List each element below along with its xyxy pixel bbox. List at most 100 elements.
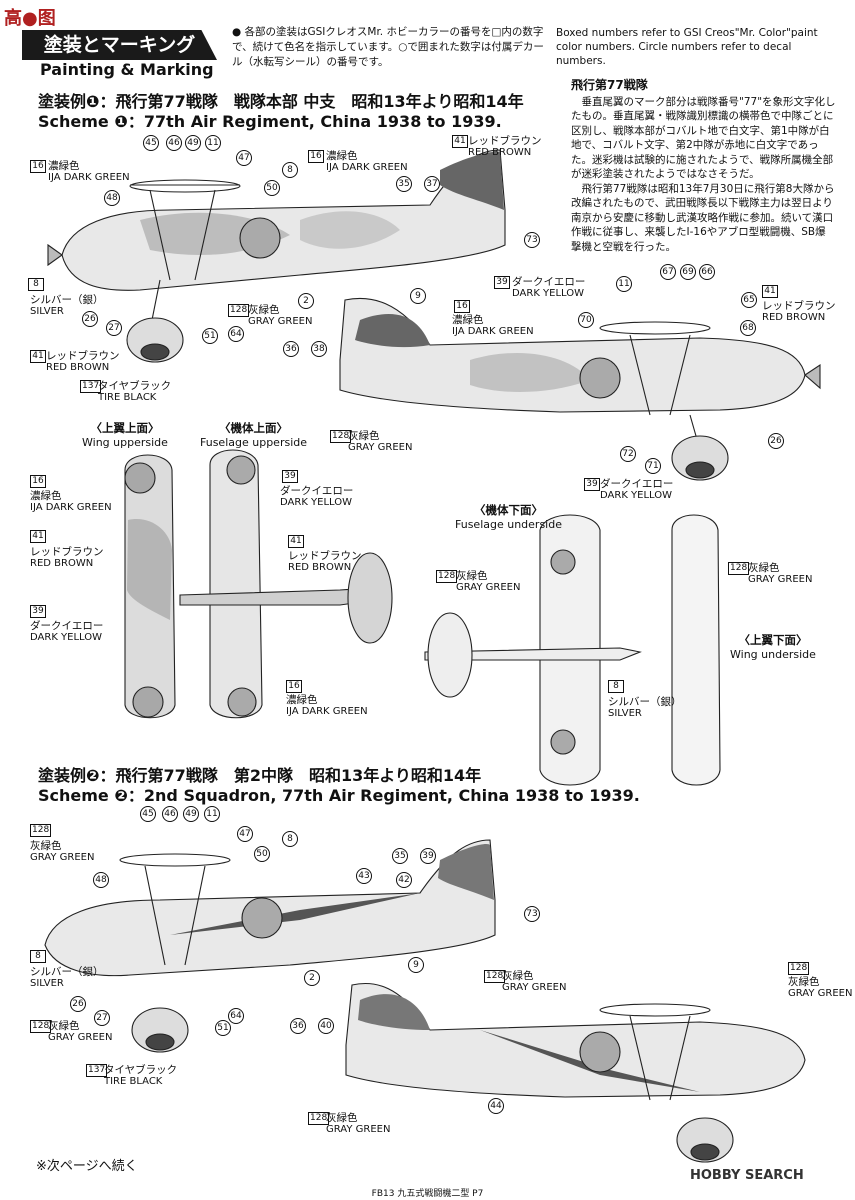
label-jp: 灰緑色 [326, 1112, 358, 1124]
decal-number: 36 [283, 341, 299, 357]
scheme2-title-jp: 塗装例❷：飛行第77戦隊 第2中隊 昭和13年より昭和14年 [38, 766, 482, 785]
label-jp: レッドブラウン [46, 350, 120, 362]
label-en: DARK YELLOW [280, 497, 353, 508]
label-en: RED BROWN [30, 558, 94, 569]
decal-number: 68 [740, 320, 756, 336]
label-jp: レッドブラウン [468, 135, 542, 147]
label-en: TIRE BLACK [104, 1076, 163, 1087]
label-en: DARK YELLOW [600, 490, 673, 501]
label-jp: ダークイエロー [280, 485, 354, 497]
label-jp: タイヤブラック [98, 380, 172, 392]
color-code-128: 128 [330, 430, 352, 443]
label-silver: シルバー（銀）SILVER [30, 294, 104, 318]
color-code-137: 137 [86, 1064, 108, 1077]
label-en: RED BROWN [762, 312, 826, 323]
color-code-8: 8 [30, 950, 46, 963]
label-en: SILVER [30, 978, 64, 989]
label-en: IJA DARK GREEN [452, 326, 534, 337]
scheme1-title-en: Scheme ❶：77th Air Regiment, China 1938 t… [38, 112, 502, 131]
decal-number: 70 [578, 312, 594, 328]
label-en: GRAY GREEN [248, 316, 313, 327]
note-japanese: ● 各部の塗装はGSIクレオスMr. ホビーカラーの番号を□内の数字で、続けて色… [232, 26, 544, 68]
color-code-128: 128 [484, 970, 506, 983]
label-silver: シルバー（銀）SILVER [30, 966, 104, 990]
wing-underside-view [671, 514, 721, 786]
label-jp: 灰緑色 [48, 1020, 80, 1032]
color-code-16: 16 [30, 160, 46, 173]
page-title: 塗装とマーキング [22, 30, 217, 60]
label-en: GRAY GREEN [348, 442, 413, 453]
color-code-41: 41 [30, 530, 46, 543]
label-en: DARK YELLOW [512, 288, 585, 299]
view-en: Wing underside [730, 648, 816, 661]
color-code-41: 41 [762, 285, 778, 298]
decal-number: 64 [228, 1008, 244, 1024]
label-jp: 灰緑色 [748, 562, 780, 574]
decal-number: 9 [410, 288, 426, 304]
view-jp: 〈機体下面〉 [474, 503, 543, 517]
decal-number: 2 [298, 293, 314, 309]
label-en: IJA DARK GREEN [326, 162, 408, 173]
decal-number: 40 [318, 1018, 334, 1034]
decal-number: 36 [290, 1018, 306, 1034]
label-jp: 濃緑色 [30, 490, 62, 502]
label-jp: 濃緑色 [286, 694, 318, 706]
color-code-39: 39 [584, 478, 600, 491]
decal-number: 48 [104, 190, 120, 206]
site-logo: 高●图 [4, 8, 56, 29]
label-en: SILVER [30, 306, 64, 317]
decal-number: 8 [282, 831, 298, 847]
color-code-128: 128 [308, 1112, 330, 1125]
color-code-16: 16 [286, 680, 302, 693]
label-jp: シルバー（銀） [608, 696, 682, 708]
decal-number: 44 [488, 1098, 504, 1114]
label-en: GRAY GREEN [502, 982, 567, 993]
label-en: IJA DARK GREEN [48, 172, 130, 183]
page-subtitle: Painting & Marking [40, 60, 214, 79]
decal-number: 39 [420, 848, 436, 864]
label-en: GRAY GREEN [30, 852, 95, 863]
label-en: IJA DARK GREEN [286, 706, 368, 717]
regiment-info-p2: 飛行第77戦隊は昭和13年7月30日に飛行第8大隊から改編されたもので、武田戦隊… [571, 182, 835, 253]
decal-number: 51 [202, 328, 218, 344]
decal-number: 45 [140, 806, 156, 822]
decal-number: 65 [741, 292, 757, 308]
label-en: RED BROWN [46, 362, 110, 373]
color-code-137: 137 [80, 380, 102, 393]
label-en: GRAY GREEN [748, 574, 813, 585]
decal-number: 11 [204, 806, 220, 822]
decal-number: 42 [396, 872, 412, 888]
decal-number: 26 [82, 311, 98, 327]
view-en: Wing upperside [82, 436, 168, 449]
decal-number: 47 [237, 826, 253, 842]
label-jp: レッドブラウン [30, 546, 104, 558]
color-code-39: 39 [494, 276, 510, 289]
view-wing-upper: 〈上翼上面〉Wing upperside [82, 420, 168, 449]
color-code-128: 128 [436, 570, 458, 583]
label-jp: タイヤブラック [104, 1064, 178, 1076]
color-code-128: 128 [728, 562, 750, 575]
decal-number: 46 [162, 806, 178, 822]
label-jp: 灰緑色 [248, 304, 280, 316]
fuselage-upper-view [179, 449, 393, 719]
color-code-39: 39 [282, 470, 298, 483]
decal-number: 50 [254, 846, 270, 862]
label-jp: ダークイエロー [600, 478, 674, 490]
label-jp: ダークイエロー [512, 276, 586, 288]
